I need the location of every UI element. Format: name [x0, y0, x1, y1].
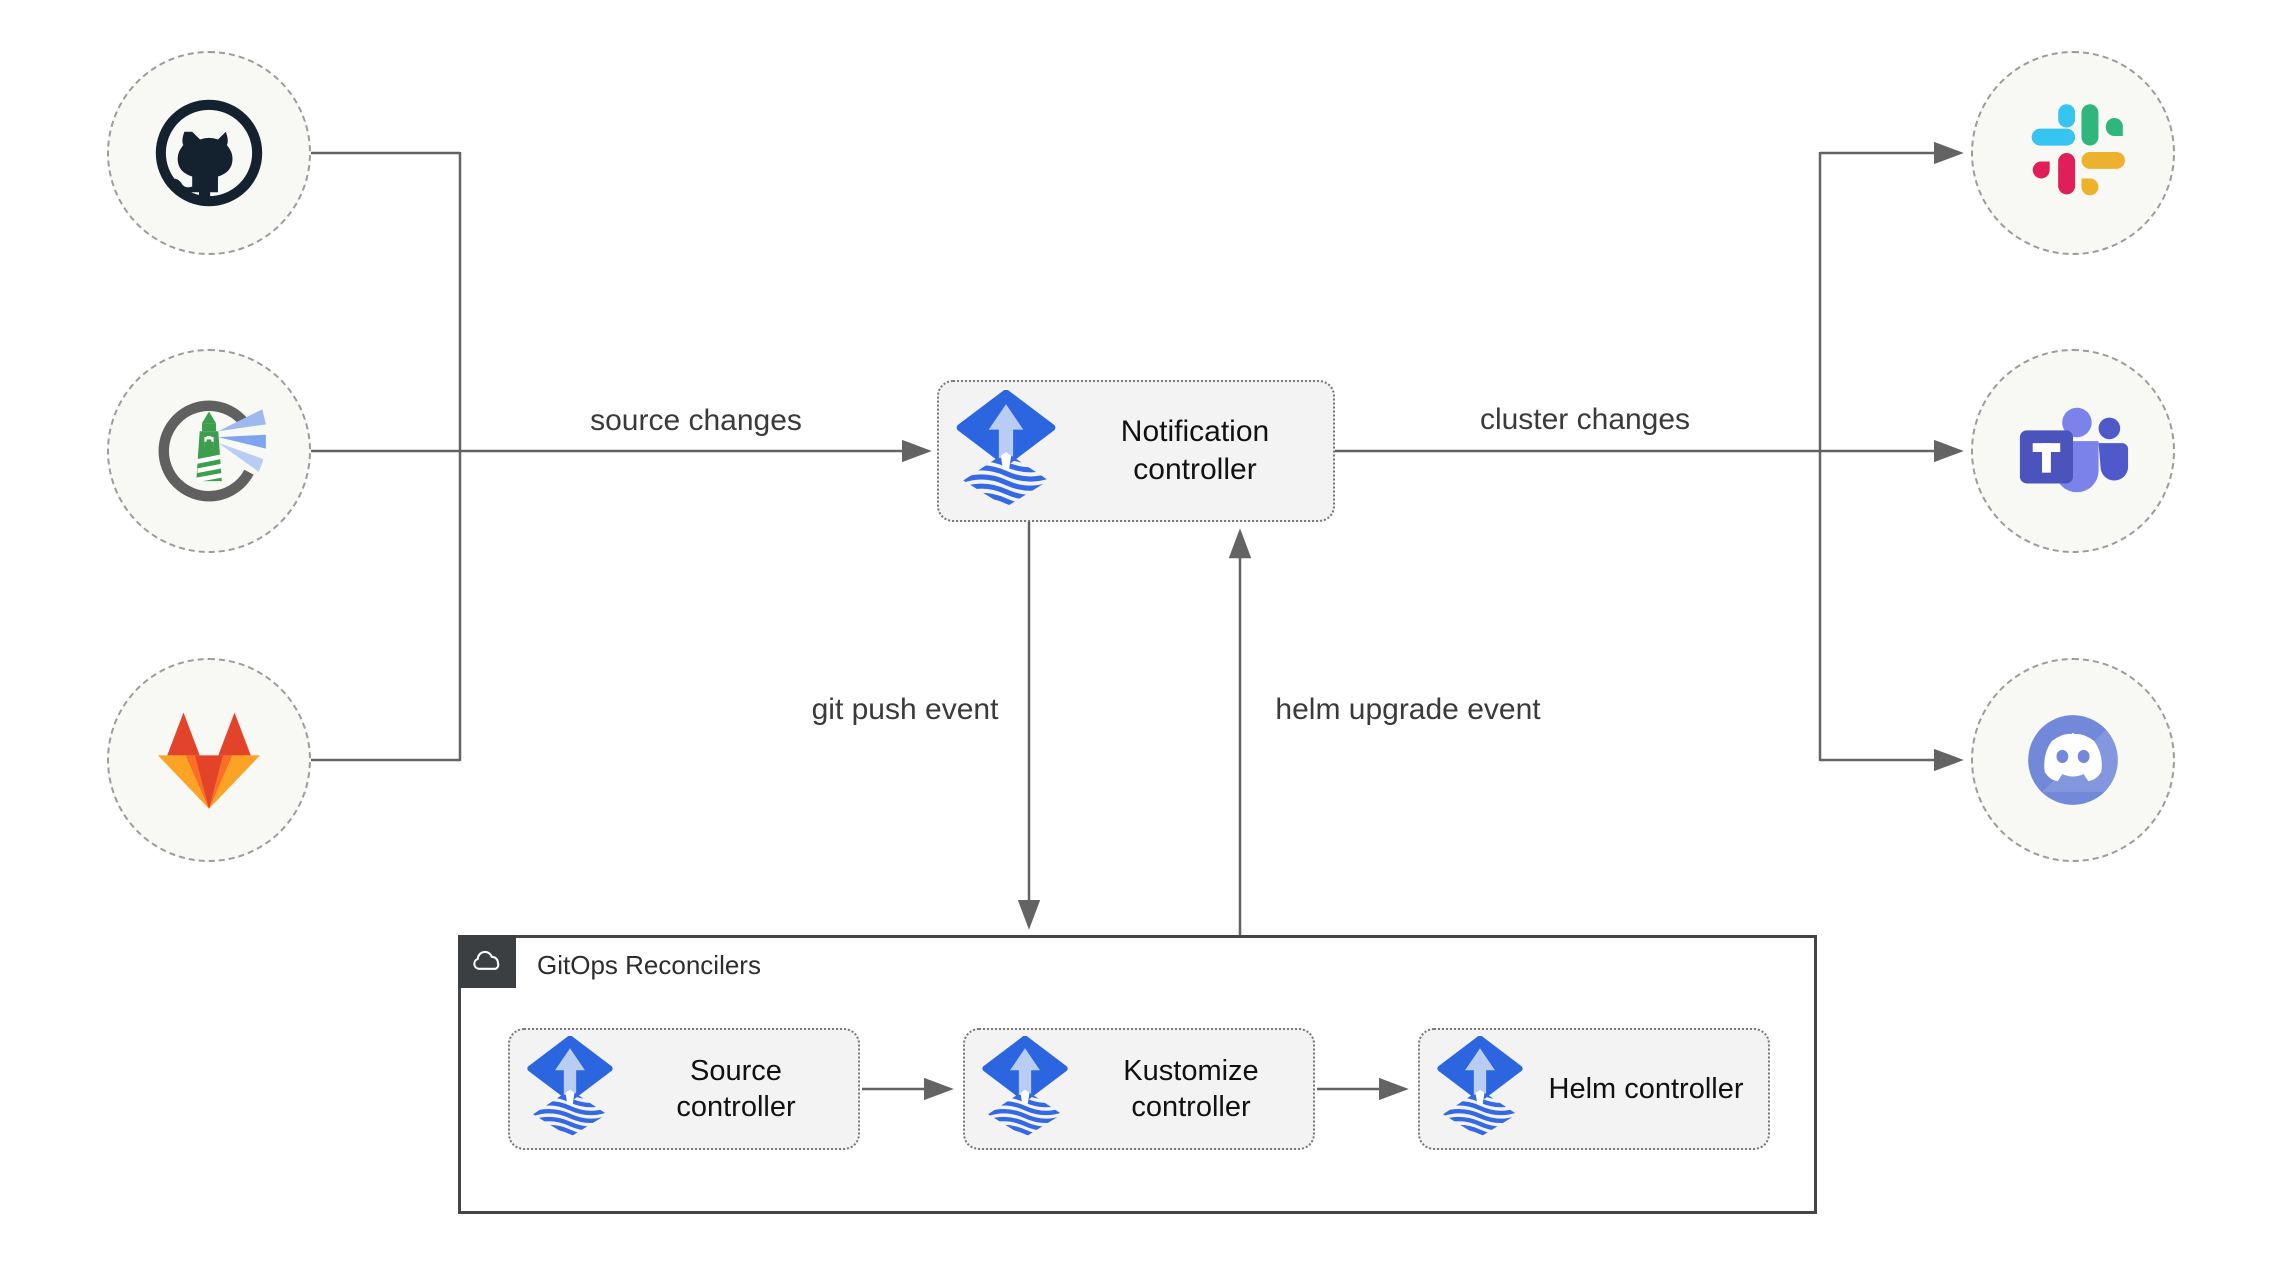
- edge-label-cluster-changes: cluster changes: [1479, 403, 1691, 436]
- slack-icon: [2031, 104, 2125, 196]
- edge-label-helm-upgrade-event: helm upgrade event: [1275, 693, 1541, 726]
- github-icon: [155, 99, 263, 207]
- gitlab-node: [107, 658, 311, 862]
- cloud-icon: [473, 950, 500, 970]
- notification-controller-box: Notification controller: [937, 380, 1335, 522]
- flux-icon: [981, 1036, 1069, 1143]
- flux-icon: [955, 390, 1057, 513]
- helm-controller-box: Helm controller: [1418, 1028, 1770, 1150]
- edge-label-git-push-event: git push event: [811, 693, 999, 726]
- teams-icon: [2019, 407, 2129, 493]
- group-label: GitOps Reconcilers: [537, 950, 761, 980]
- harbor-icon: [158, 400, 266, 502]
- kustomize-controller-label: Kustomize controller: [1123, 1055, 1259, 1123]
- flux-icon: [1436, 1036, 1524, 1143]
- slack-node: [1971, 51, 2175, 255]
- teams-node: [1971, 349, 2175, 553]
- flux-icon: [526, 1036, 614, 1143]
- harbor-node: [107, 349, 311, 553]
- discord-icon: [2028, 715, 2119, 805]
- edge-label-source-changes: source changes: [590, 404, 802, 437]
- notification-controller-label: Notification controller: [1120, 415, 1270, 486]
- gitops-reconcilers-group: GitOps Reconcilers: [458, 935, 1817, 1214]
- source-controller-label: Source controller: [676, 1055, 796, 1123]
- group-badge: [458, 935, 516, 988]
- kustomize-controller-box: Kustomize controller: [963, 1028, 1315, 1150]
- gitlab-icon: [157, 712, 261, 809]
- github-node: [107, 51, 311, 255]
- helm-controller-label: Helm controller: [1548, 1073, 1744, 1105]
- source-controller-box: Source controller: [508, 1028, 860, 1150]
- discord-node: [1971, 658, 2175, 862]
